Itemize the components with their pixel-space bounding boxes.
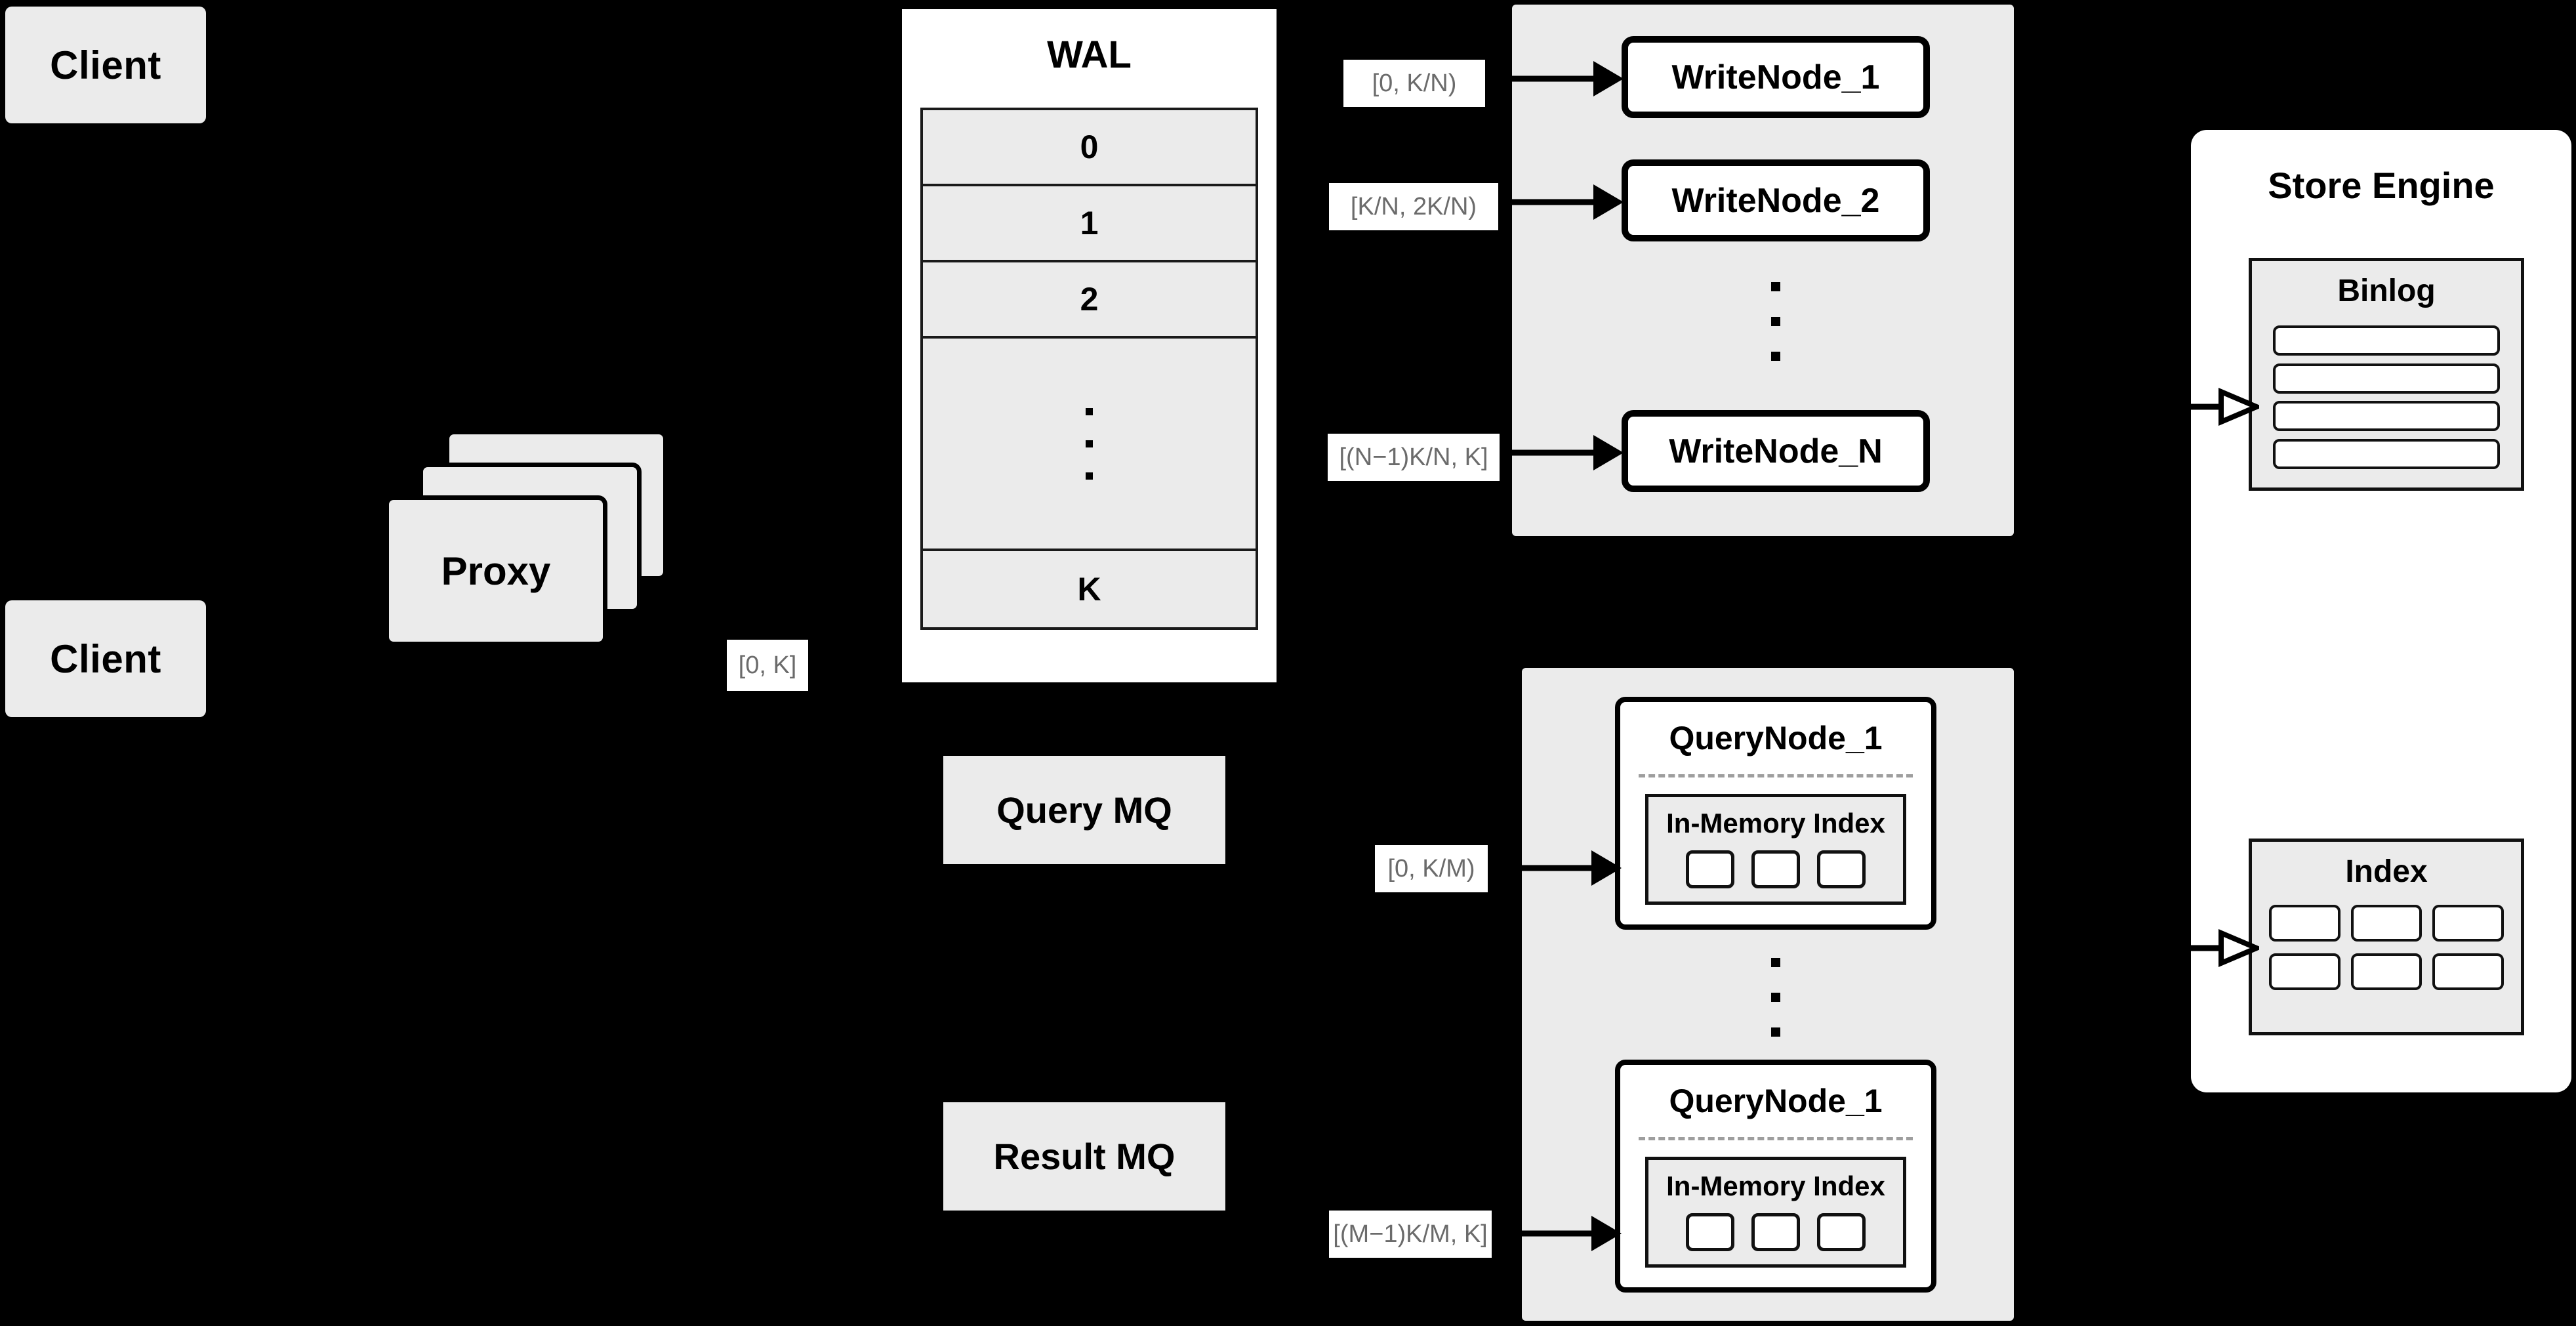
index-chip (1751, 850, 1800, 888)
index-cell (2350, 905, 2423, 942)
client-label: Client (50, 43, 161, 87)
write-node-2[interactable]: WriteNode_2 (1622, 159, 1930, 241)
wal-title: WAL (1047, 33, 1132, 76)
index-chip (1817, 1213, 1866, 1251)
binlog-row (2273, 325, 2500, 356)
index-chip (1686, 850, 1734, 888)
index-cell (2269, 953, 2341, 990)
in-memory-index-box: In-Memory Index (1645, 1157, 1906, 1268)
in-memory-index-box: In-Memory Index (1645, 794, 1906, 905)
query-node-m-range-label: [(M−1)K/M, K] (1329, 1211, 1492, 1258)
in-memory-index-chips (1648, 850, 1903, 888)
index-cell (2432, 905, 2504, 942)
index-title: Index (2345, 854, 2428, 889)
arrow-to-index (2188, 925, 2264, 971)
proxy-range-label: [0, K] (727, 640, 808, 691)
wal-cell-ellipsis (923, 339, 1256, 551)
index-cell (2350, 953, 2423, 990)
in-memory-index-title: In-Memory Index (1666, 1171, 1885, 1201)
binlog-rows (2273, 325, 2500, 469)
index-chip (1751, 1213, 1800, 1251)
query-mq-label: Query MQ (996, 789, 1172, 831)
write-node-1[interactable]: WriteNode_1 (1622, 36, 1930, 118)
query-node-title: QueryNode_1 (1669, 720, 1883, 756)
store-engine-card: Store Engine Binlog Index (2191, 130, 2571, 1092)
binlog-title: Binlog (2337, 274, 2436, 308)
query-node-divider (1639, 1137, 1913, 1140)
write-node-n-range-label: [(N−1)K/N, K] (1328, 434, 1500, 481)
wal-cell: 1 (923, 186, 1256, 262)
arrow-to-write-node-n (1512, 434, 1624, 471)
arrow-to-write-node-1 (1512, 60, 1624, 97)
index-cell (2432, 953, 2504, 990)
index-box: Index (2249, 839, 2524, 1035)
write-node-label: WriteNode_N (1669, 432, 1883, 470)
query-node-divider (1639, 774, 1913, 777)
index-chip (1817, 850, 1866, 888)
arrow-to-query-node-1 (1522, 850, 1622, 886)
result-mq-label: Result MQ (993, 1136, 1176, 1177)
query-node-ellipsis (1771, 958, 1780, 1037)
wal-table: 0 1 2 K (920, 108, 1258, 630)
index-cell (2269, 905, 2341, 942)
arrow-to-query-node-m (1522, 1215, 1622, 1252)
write-node-2-range-label: [K/N, 2K/N) (1329, 183, 1498, 230)
result-mq-box: Result MQ (943, 1102, 1225, 1211)
write-node-label: WriteNode_1 (1671, 58, 1880, 96)
index-grid (2269, 905, 2504, 990)
arrow-to-write-node-2 (1512, 184, 1624, 220)
binlog-row (2273, 363, 2500, 394)
arrow-to-binlog (2188, 384, 2264, 430)
proxy-label: Proxy (441, 549, 551, 593)
query-node-m[interactable]: QueryNode_1 In-Memory Index (1615, 1060, 1936, 1293)
client-box-top: Client (5, 7, 206, 123)
in-memory-index-chips (1648, 1213, 1903, 1251)
query-node-1-range-label: [0, K/M) (1375, 845, 1488, 892)
in-memory-index-title: In-Memory Index (1666, 808, 1885, 839)
query-node-title: QueryNode_1 (1669, 1083, 1883, 1119)
index-chip (1686, 1213, 1734, 1251)
binlog-row (2273, 401, 2500, 432)
write-node-1-range-label: [0, K/N) (1343, 60, 1485, 107)
wal-cell: 2 (923, 262, 1256, 339)
client-label: Client (50, 636, 161, 681)
proxy-card-front: Proxy (384, 495, 607, 646)
wal-card: WAL 0 1 2 K (897, 5, 1281, 687)
wal-cell: 0 (923, 110, 1256, 186)
write-node-label: WriteNode_2 (1671, 181, 1880, 220)
write-node-ellipsis (1771, 282, 1780, 361)
binlog-row (2273, 438, 2500, 469)
binlog-box: Binlog (2249, 258, 2524, 491)
query-node-1[interactable]: QueryNode_1 In-Memory Index (1615, 697, 1936, 930)
write-node-n[interactable]: WriteNode_N (1622, 410, 1930, 492)
query-mq-box: Query MQ (943, 756, 1225, 864)
wal-cell: K (1077, 571, 1101, 608)
client-box-bottom: Client (5, 600, 206, 717)
store-engine-title: Store Engine (2268, 165, 2495, 206)
